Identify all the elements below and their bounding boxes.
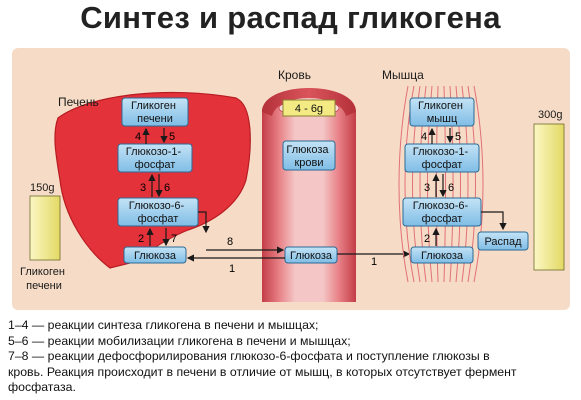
svg-text:Глюкозо-6- фосфат: Глюкозо-6- фосфат bbox=[129, 200, 187, 225]
liver-g1p-line1: Глюкозо-1- bbox=[126, 146, 182, 158]
liver-glycogen-line2: печени bbox=[137, 113, 173, 125]
muscle-num-6: 6 bbox=[448, 182, 454, 194]
blood-range-label: 4 - 6g bbox=[295, 103, 323, 115]
blood-vessel-top bbox=[262, 88, 356, 116]
muscle-glycogen-line2: мышц bbox=[427, 113, 458, 125]
liver-bar-caption-line1: Гликоген bbox=[20, 266, 65, 278]
muscle-breakdown-label: Распад bbox=[484, 236, 522, 248]
blood-glucose-line2: крови bbox=[294, 157, 323, 169]
liver-g6p-line2: фосфат bbox=[138, 213, 179, 225]
liver-num-5: 5 bbox=[169, 131, 175, 143]
blood-glucose-line1: Глюкоза bbox=[286, 144, 329, 156]
legend-line-3: 7–8 — реакции дефосфорилирования глюкозо… bbox=[8, 349, 490, 364]
legend-line-1: 1–4 — реакции синтеза гликогена в печени… bbox=[8, 318, 319, 332]
muscle-g6p-line2: фосфат bbox=[422, 213, 463, 225]
liver-g6p-side-arrow bbox=[198, 211, 210, 234]
svg-text:Глюкозо-6- фосфат: Глюкозо-6- фосфат bbox=[413, 200, 471, 225]
blood-label: Кровь bbox=[278, 68, 311, 82]
legend-line-5: фосфатаза. bbox=[8, 380, 76, 395]
muscle-label: Мышца bbox=[382, 68, 424, 82]
muscle-breakdown-box bbox=[477, 231, 529, 251]
liver-glycogen-box bbox=[121, 97, 189, 127]
liver-num-4: 4 bbox=[135, 131, 141, 143]
muscle-g1p-line1: Глюкозо-1- bbox=[413, 146, 469, 158]
muscle-glucose-box bbox=[410, 246, 474, 264]
liver-num-2: 2 bbox=[138, 233, 144, 245]
muscle-breakdown-arrow bbox=[481, 211, 507, 231]
blood-glucose-box bbox=[282, 140, 336, 171]
num-1-right: 1 bbox=[371, 256, 377, 268]
legend-line-2: 5–6 — реакции мобилизации гликогена в пе… bbox=[8, 333, 351, 348]
liver-glycogen-bar bbox=[29, 195, 61, 261]
muscle-bar-value-label: 300g bbox=[538, 109, 562, 121]
svg-text:Гликоген печени: Гликоген печени bbox=[20, 266, 68, 292]
liver-num-6: 6 bbox=[164, 182, 170, 194]
liver-label: Печень bbox=[58, 95, 99, 109]
muscle-g1p-box bbox=[404, 143, 480, 173]
muscle-glycogen-box bbox=[409, 97, 475, 127]
liver-g6p-line1: Глюкозо-6- bbox=[129, 200, 185, 212]
muscle-num-5: 5 bbox=[455, 131, 461, 143]
blood-vessel bbox=[262, 88, 356, 302]
liver-bar-value-label: 150g bbox=[30, 182, 54, 194]
liver-g1p-line2: фосфат bbox=[135, 159, 176, 171]
muscle-glucose-label: Глюкоза bbox=[421, 250, 464, 262]
liver-num-3: 3 bbox=[140, 182, 146, 194]
svg-text:Глюкозо-1- фосфат: Глюкозо-1- фосфат bbox=[126, 146, 184, 171]
page-title: Синтез и распад гликогена bbox=[80, 0, 501, 35]
legend-line-4: кровь. Реакция происходит в печени в отл… bbox=[8, 364, 517, 379]
muscle-g1p-line2: фосфат bbox=[422, 159, 463, 171]
blood-range-box bbox=[282, 99, 336, 117]
liver-num-7: 7 bbox=[171, 233, 177, 245]
svg-text:Гликоген мышц: Гликоген мышц bbox=[418, 100, 466, 125]
muscle-glycogen-bar bbox=[533, 123, 565, 271]
muscle-g6p-line1: Глюкозо-6- bbox=[413, 200, 469, 212]
svg-text:Глюкозо-1- фосфат: Глюкозо-1- фосфат bbox=[413, 146, 471, 171]
muscle-num-3: 3 bbox=[424, 182, 430, 194]
liver-g1p-box bbox=[117, 143, 193, 173]
svg-text:Глюкоза крови: Глюкоза крови bbox=[286, 144, 331, 169]
liver-glucose-label: Глюкоза bbox=[134, 250, 177, 262]
muscle-num-4: 4 bbox=[421, 131, 427, 143]
num-1-left: 1 bbox=[229, 263, 235, 275]
legend: 1–4 — реакции синтеза гликогена в печени… bbox=[8, 318, 576, 396]
svg-text:Гликоген печени: Гликоген печени bbox=[131, 100, 179, 125]
blood-glucose-flow-box bbox=[284, 246, 338, 264]
liver-glycogen-line1: Гликоген bbox=[131, 100, 176, 112]
blood-glucose-flow-label: Глюкоза bbox=[290, 250, 333, 262]
muscle-glycogen-line1: Гликоген bbox=[418, 100, 463, 112]
num-8: 8 bbox=[227, 236, 233, 248]
muscle-num-2: 2 bbox=[424, 233, 430, 245]
liver-glucose-box bbox=[123, 246, 187, 264]
liver-bar-caption-line2: печени bbox=[26, 280, 62, 292]
